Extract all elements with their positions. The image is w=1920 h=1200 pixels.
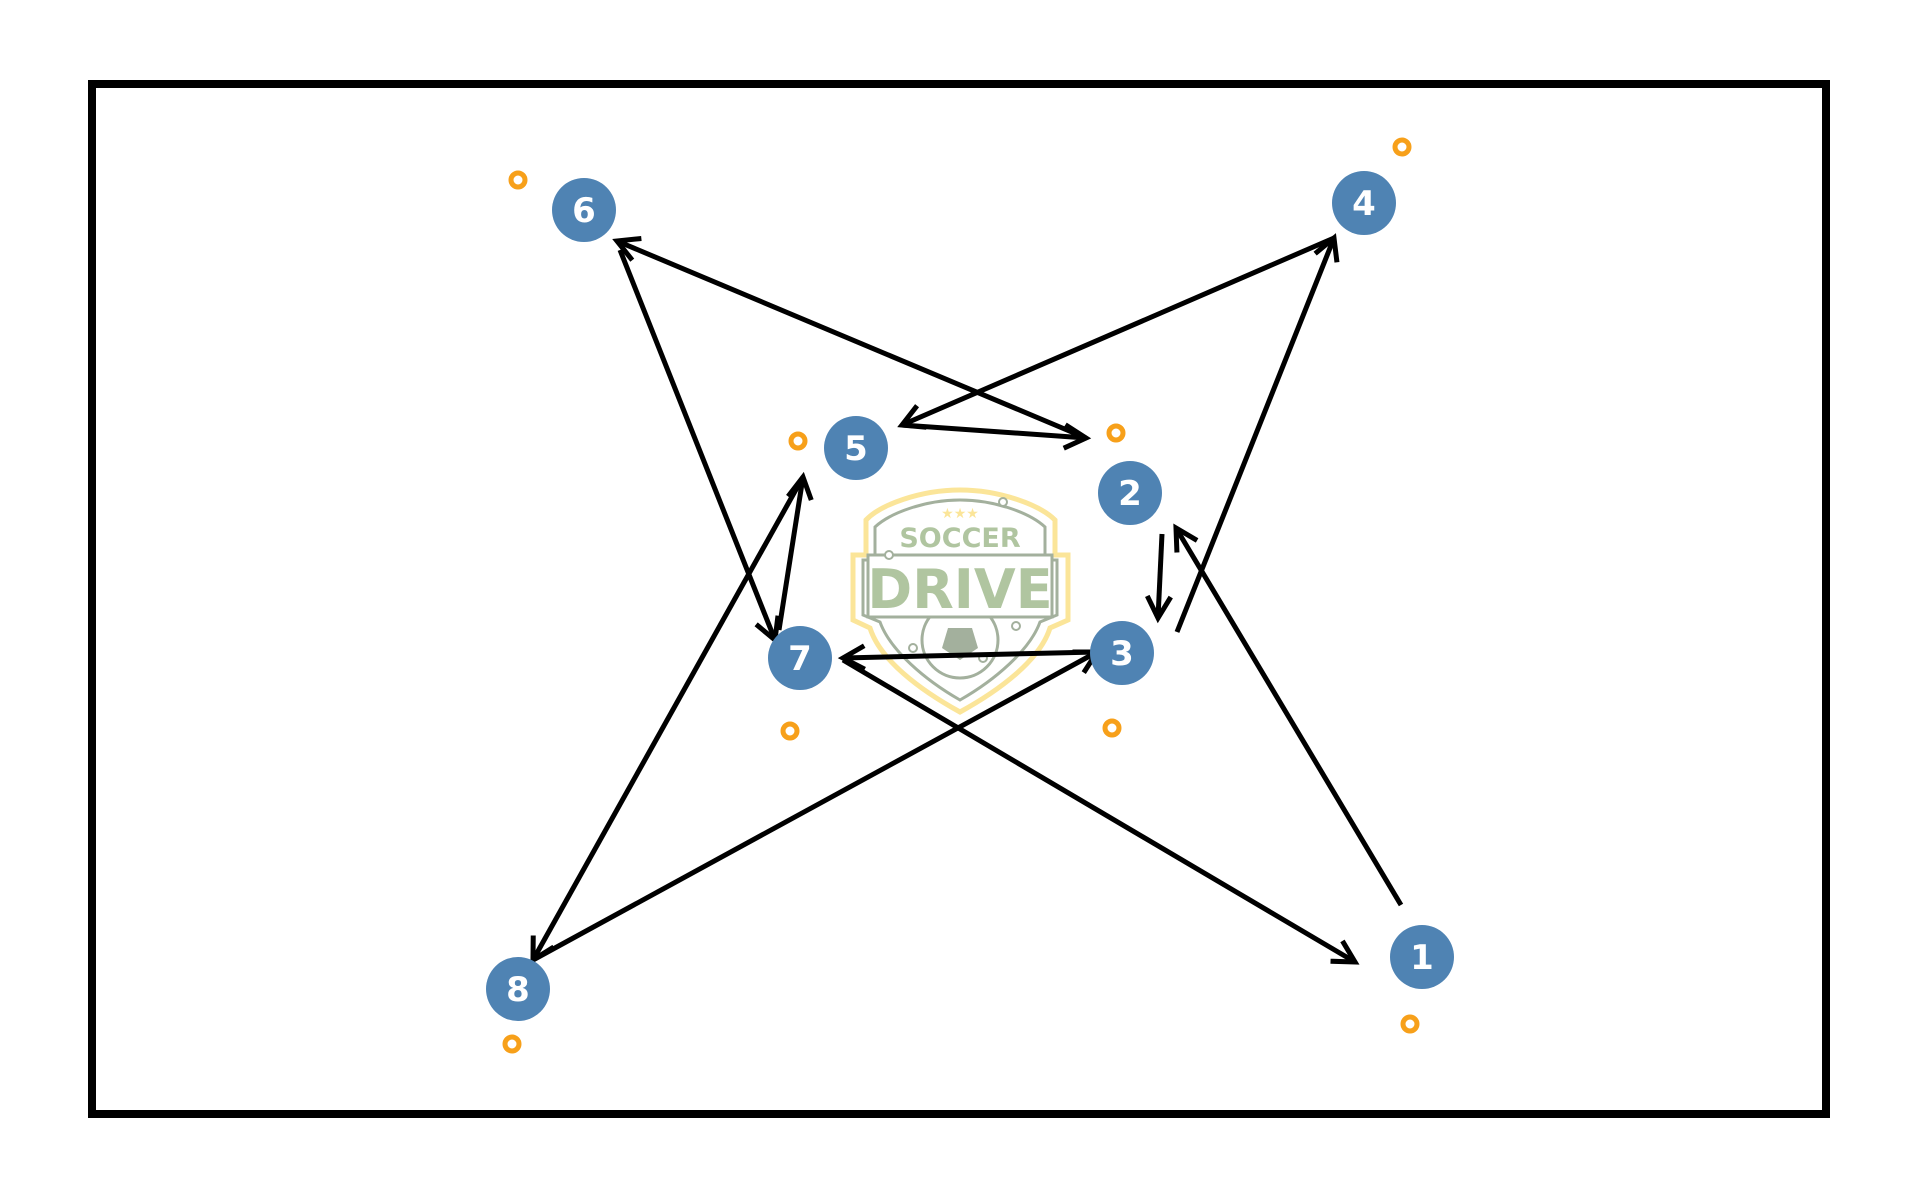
logo-soccer-text: SOCCER [899, 523, 1020, 554]
player-marker [1090, 621, 1154, 685]
logo-drive-text: DRIVE [867, 558, 1052, 621]
player-2[interactable]: 2 [1098, 461, 1162, 525]
player-marker [1390, 925, 1454, 989]
arrowhead-icon [1145, 594, 1173, 624]
player-number: 1 [1410, 938, 1434, 978]
player-marker [552, 178, 616, 242]
players: 1 2 3 4 5 6 7 8 [486, 171, 1454, 1021]
pass-line [842, 649, 1098, 661]
logo-node-2 [884, 550, 894, 560]
pass-arrow-2-to-3 [1145, 533, 1173, 624]
player-marker [824, 416, 888, 480]
pass-line [530, 475, 806, 962]
pass-line [841, 657, 1357, 965]
logo-stars: ★★★ [941, 505, 979, 521]
cone-7 [502, 1034, 522, 1054]
pass-arrow-2-to-6 [612, 236, 1087, 441]
logo-node-1 [998, 497, 1008, 507]
pass-line [1174, 237, 1337, 633]
pass-line [1173, 526, 1404, 907]
pass-arrow-3-to-7 [837, 643, 1098, 672]
player-6[interactable]: 6 [552, 178, 616, 242]
soccer-drive-logo: ★★★ SOCCER DRIVE [850, 487, 1071, 715]
cones [502, 137, 1420, 1054]
arrowhead-icon [1173, 523, 1199, 553]
arrowhead-icon [612, 236, 642, 262]
cone-2 [1392, 137, 1412, 157]
player-number: 8 [506, 970, 530, 1010]
player-number: 4 [1352, 184, 1376, 224]
cone-1 [508, 170, 528, 190]
cone-5 [780, 721, 800, 741]
pass-line [901, 235, 1335, 428]
player-7[interactable]: 7 [768, 626, 832, 690]
player-marker [768, 626, 832, 690]
player-number: 3 [1110, 634, 1134, 674]
pass-line [1155, 533, 1165, 619]
logo-drive-box [866, 553, 1054, 619]
pass-line [901, 422, 1087, 441]
player-marker [1098, 461, 1162, 525]
pass-line [616, 238, 1087, 441]
player-number: 2 [1118, 474, 1142, 514]
logo-shield-outer [850, 487, 1071, 715]
cone-8 [1400, 1014, 1420, 1034]
pass-arrow-7-to-1 [841, 657, 1360, 965]
player-3[interactable]: 3 [1090, 621, 1154, 685]
player-number: 5 [844, 429, 868, 469]
cone-3 [788, 431, 808, 451]
cone-6 [1102, 718, 1122, 738]
pass-line [776, 476, 806, 631]
arrowhead-icon [837, 643, 866, 672]
player-marker [486, 957, 550, 1021]
player-1[interactable]: 1 [1390, 925, 1454, 989]
player-number: 6 [572, 191, 596, 231]
logo-shield-inner [861, 498, 1059, 702]
cone-4 [1106, 423, 1126, 443]
pass-arrow-7-to-5 [776, 471, 814, 631]
pass-line [531, 649, 1099, 963]
pass-arrow-1-to-2 [1173, 523, 1404, 907]
player-5[interactable]: 5 [824, 416, 888, 480]
player-marker [1332, 171, 1396, 235]
player-number: 7 [788, 639, 812, 679]
pass-line [617, 249, 778, 641]
pass-arrow-6-to-7 [617, 249, 781, 645]
player-4[interactable]: 4 [1332, 171, 1396, 235]
logo-ball-patch [942, 628, 978, 660]
logo-node-4 [908, 643, 918, 653]
arrowhead-icon [1330, 939, 1360, 965]
logo-node-3 [1011, 621, 1021, 631]
player-8[interactable]: 8 [486, 957, 550, 1021]
field-boundary [88, 80, 1830, 1118]
pass-arrows [530, 233, 1404, 965]
